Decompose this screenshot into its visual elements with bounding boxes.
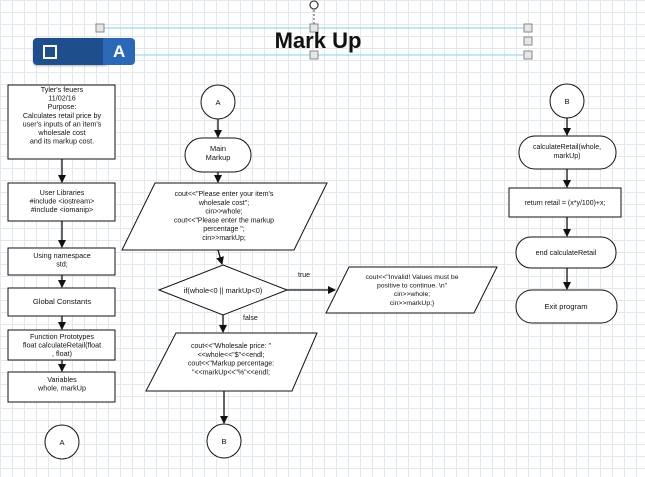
libraries-label-line: #include <iostream> [30,197,95,206]
calc-label-line: calculateRetail(whole, [533,144,601,151]
variables-box[interactable] [7,371,116,403]
function-prototypes-box[interactable] [7,329,116,361]
prototypes-label-line: Function Prototypes [30,332,94,341]
header-label-line: 11/02/16 [48,94,75,103]
calc-label-line: markUp) [554,153,581,160]
invalid-label-line: cin>>markUp;} [390,300,435,307]
connector-b-start[interactable] [206,423,242,459]
return-process-box[interactable] [508,187,622,218]
connector-a2-label-line: A [215,98,221,107]
connector-b2-label-line: B [564,97,569,106]
header-label-line: wholesale cost [37,128,85,137]
header-comment-box[interactable] [7,84,116,160]
header-label-line: user's inputs of an item's [23,119,102,128]
return-label-line: return retail = (x*y/100)+x; [525,200,606,207]
invalid-label-line: cin>>whole; [394,291,430,298]
end-calculate-retail-terminator[interactable] [515,236,617,269]
rotate-handle-icon[interactable] [309,0,319,10]
output-parallelogram[interactable] [145,332,318,392]
edge-label-true: true [298,272,310,279]
variables-label-line: Variables [47,375,77,384]
resize-handle[interactable] [309,23,319,33]
shape-square-icon[interactable] [43,44,57,59]
flow-arrows [58,118,571,424]
output-label-line: "<<markUp<<"%"<<endl; [192,369,270,376]
resize-handle[interactable] [523,50,533,60]
input-parallelogram[interactable] [121,182,328,251]
exit-program-terminator[interactable] [515,289,618,324]
namespace-label-line: Using namespace [33,251,91,260]
page-title[interactable]: Mark Up [275,28,362,53]
title-selection[interactable]: Mark Up [95,0,533,60]
prototypes-label-line: , float) [52,349,72,358]
header-label-line: Calculates retail price by [23,111,102,120]
variables-label-line: whole, markUp [37,384,86,393]
output-label-line: cout<<"Markup percentage: [188,361,274,368]
edge-label-false: false [243,315,258,322]
resize-handle[interactable] [309,50,319,60]
globals-label-line: Global Constants [33,297,91,306]
decision-label-line: if(whole<0 || markUp<0) [184,286,263,295]
prototypes-label-line: float calculateRetail(float [23,341,101,350]
end-calc-label-line: end calculateRetail [536,248,597,257]
libraries-label-line: #include <iomanip> [31,205,93,214]
connector-a-start[interactable] [44,424,80,460]
header-label-line: Tyler's feuers [41,85,84,94]
connector-b1-label-line: B [221,437,226,446]
text-tool-button[interactable]: A [103,38,136,65]
connector-a1-label-line: A [59,438,65,447]
resize-handle[interactable] [523,36,533,46]
resize-handle[interactable] [95,23,105,33]
header-label-line: and its markup cost. [30,137,94,146]
node-labels: Tyler's feuers11/02/16Purpose:Calculates… [23,85,606,447]
header-label-line: Purpose: [48,102,77,111]
input-label-line: cin>>whole; [205,209,242,216]
invalid-label-line: positive to continue. \n" [377,283,448,290]
global-constants-box[interactable] [7,287,116,317]
shape-toolbar[interactable]: A [33,38,136,65]
main-label-line: Markup [206,153,231,162]
input-label-line: cout<<"Please enter your item's [175,191,274,198]
input-label-line: percentage "; [203,226,244,233]
resize-handle[interactable] [523,23,533,33]
input-label-line: wholesale cost"; [198,200,249,207]
libraries-label-line: User Libraries [40,188,85,197]
exit-label-line: Exit program [544,302,587,311]
namespace-label-line: std; [56,260,68,269]
output-label-line: <<whole<<"$"<<endl; [198,352,265,359]
output-label-line: cout<<"Wholesale price: " [191,343,272,350]
input-label-line: cin>>markUp; [202,235,246,242]
input-label-line: cout<<"Please enter the markup [174,217,274,224]
invalid-label-line: cout<<"Invalid! Values must be [366,274,459,281]
invalid-input-parallelogram[interactable] [325,266,498,314]
main-label-line: Main [210,144,226,153]
